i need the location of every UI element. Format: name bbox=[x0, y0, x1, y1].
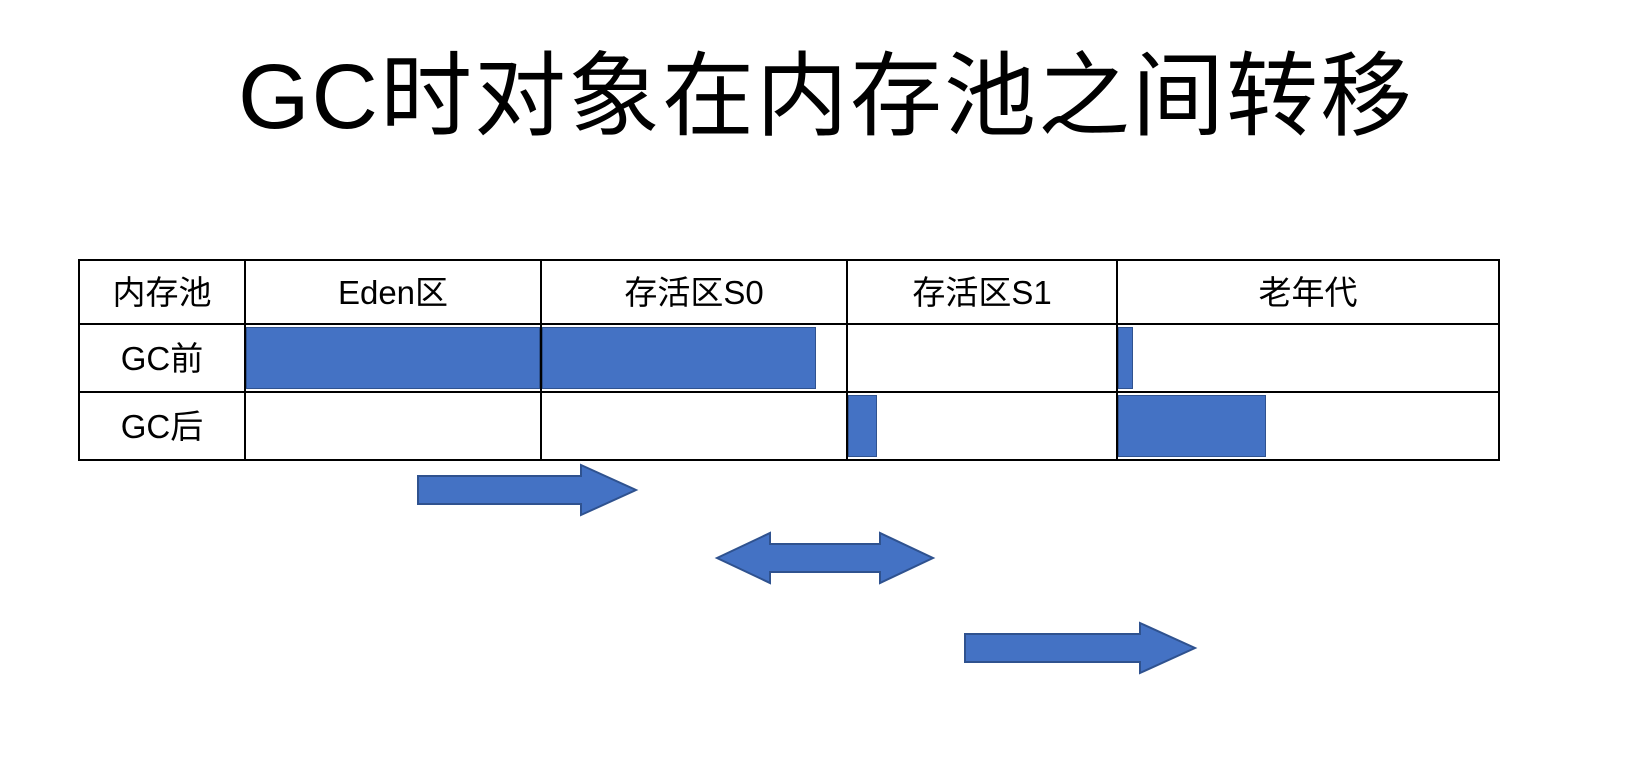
column-header-s1: 存活区S1 bbox=[846, 259, 1118, 325]
cell-before-gc-s1 bbox=[846, 323, 1118, 393]
column-header-old: 老年代 bbox=[1116, 259, 1500, 325]
table-header-row: 内存池 Eden区 存活区S0 存活区S1 老年代 bbox=[78, 259, 1500, 325]
page-title: GC时对象在内存池之间转移 bbox=[237, 46, 1414, 148]
row-label-before-gc: GC前 bbox=[78, 323, 246, 393]
column-header-pool: 内存池 bbox=[78, 259, 246, 325]
memory-pool-table: 内存池 Eden区 存活区S0 存活区S1 老年代 GC前 GC后 bbox=[78, 259, 1500, 461]
cell-after-gc-old bbox=[1116, 391, 1500, 461]
eden-to-survivor-arrow bbox=[417, 463, 639, 517]
cell-before-gc-eden bbox=[244, 323, 542, 393]
cell-before-gc-old bbox=[1116, 323, 1500, 393]
usage-bar-before-gc-eden bbox=[246, 327, 540, 389]
cell-after-gc-eden bbox=[244, 391, 542, 461]
row-label-after-gc: GC后 bbox=[78, 391, 246, 461]
cell-after-gc-s0 bbox=[540, 391, 848, 461]
table-row-before-gc: GC前 bbox=[78, 323, 1500, 393]
cell-after-gc-s1 bbox=[846, 391, 1118, 461]
cell-before-gc-s0 bbox=[540, 323, 848, 393]
usage-bar-after-gc-old bbox=[1118, 395, 1267, 457]
survivor-to-old-arrow bbox=[964, 621, 1198, 675]
column-header-eden: Eden区 bbox=[244, 259, 542, 325]
column-header-s0: 存活区S0 bbox=[540, 259, 848, 325]
usage-bar-after-gc-s1 bbox=[848, 395, 878, 457]
usage-bar-before-gc-s0 bbox=[542, 327, 816, 389]
table-row-after-gc: GC后 bbox=[78, 391, 1500, 461]
survivor-swap-arrow bbox=[714, 531, 936, 585]
usage-bar-before-gc-old bbox=[1118, 327, 1134, 389]
